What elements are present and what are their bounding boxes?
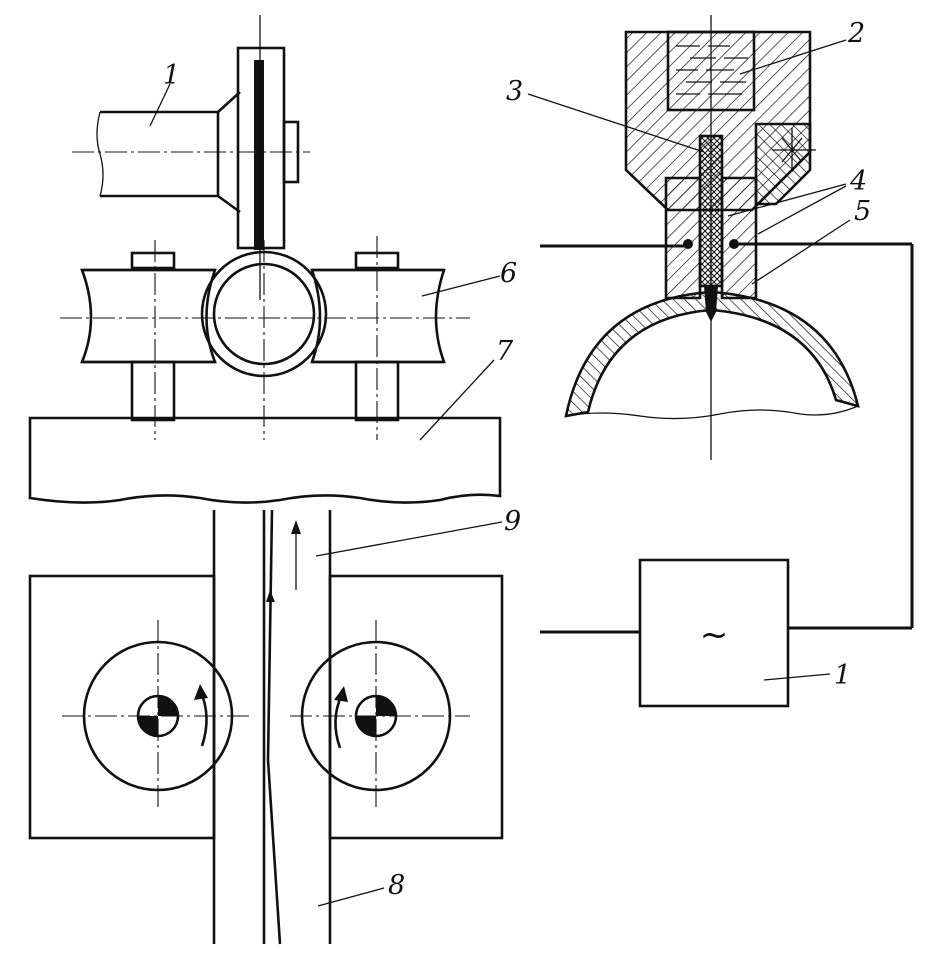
callout-4: 4 — [849, 166, 867, 197]
callout-5: 5 — [854, 196, 871, 227]
welding-head — [624, 15, 816, 460]
right-drive-housing — [290, 574, 504, 840]
left-roller — [80, 240, 217, 440]
callout-7: 7 — [496, 336, 514, 367]
callout-8: 8 — [388, 870, 405, 901]
wiring — [540, 242, 914, 634]
tube-section — [60, 240, 470, 440]
leaders — [149, 39, 851, 907]
callout-9: 9 — [504, 506, 521, 537]
pipe-section — [564, 290, 860, 420]
left-drive-housing — [28, 574, 250, 840]
power-source: ~ — [638, 558, 790, 708]
base-plate — [28, 416, 502, 504]
callout-6: 6 — [500, 258, 517, 289]
drive-motor — [72, 91, 310, 214]
callout-1-drive: 1 — [163, 60, 180, 91]
callout-1-power: 1 — [834, 660, 851, 691]
ac-symbol: ~ — [700, 615, 729, 655]
callout-3: 3 — [506, 76, 523, 107]
callout-2: 2 — [847, 18, 865, 49]
right-roller — [310, 236, 446, 440]
